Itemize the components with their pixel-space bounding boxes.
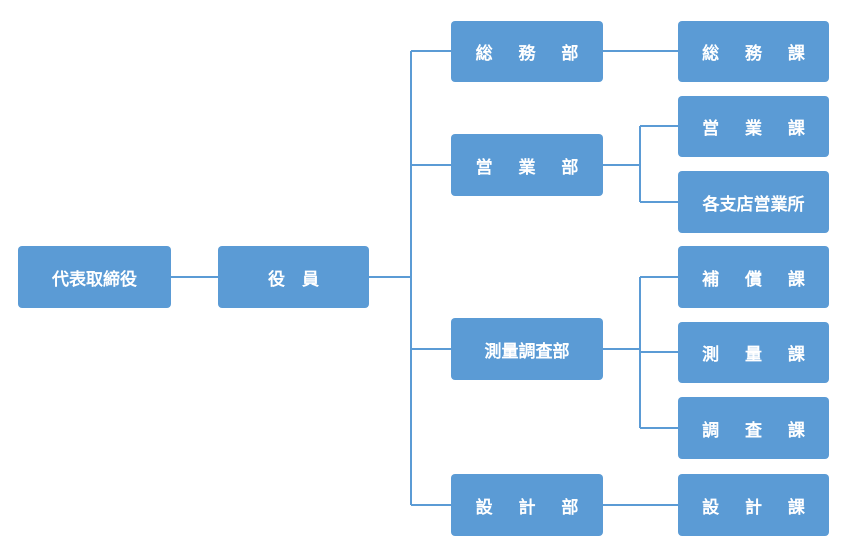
section-hosho-ka-label: 補 償 課 [702, 269, 815, 290]
section-sekkei-ka-box: 設 計 課 [678, 474, 829, 536]
section-somu-ka-label: 総 務 課 [702, 44, 815, 64]
dept-eigyo-label: 営 業 部 [475, 157, 589, 178]
dept-eigyo-box: 営 業 部 [451, 134, 603, 196]
section-branch-offices-label: 各支店営業所 [702, 194, 805, 215]
section-hosho-ka-box: 補 償 課 [678, 246, 829, 308]
dept-somu-box: 総 務 部 [451, 21, 603, 82]
dept-sekkei-label: 設 計 部 [475, 497, 589, 518]
section-sekkei-ka-label: 設 計 課 [702, 497, 815, 518]
ceo-box: 代表取締役 [18, 246, 171, 308]
dept-sokuryo-label: 測量調査部 [484, 341, 570, 362]
dept-somu-label: 総 務 部 [475, 44, 589, 64]
section-sokuryo-ka-box: 測 量 課 [678, 322, 829, 383]
section-eigyo-ka-label: 営 業 課 [702, 119, 815, 139]
section-somu-ka-box: 総 務 課 [678, 21, 829, 82]
section-chosa-ka-box: 調 査 課 [678, 397, 829, 459]
officers-box: 役 員 [218, 246, 369, 308]
section-branch-offices-box: 各支店営業所 [678, 171, 829, 233]
section-sokuryo-ka-label: 測 量 課 [702, 345, 815, 365]
ceo-label: 代表取締役 [52, 269, 137, 290]
section-chosa-ka-label: 調 査 課 [702, 420, 815, 441]
section-eigyo-ka-box: 営 業 課 [678, 96, 829, 157]
dept-sekkei-box: 設 計 部 [451, 474, 603, 536]
dept-sokuryo-box: 測量調査部 [451, 318, 603, 380]
officers-label: 役 員 [268, 269, 319, 290]
